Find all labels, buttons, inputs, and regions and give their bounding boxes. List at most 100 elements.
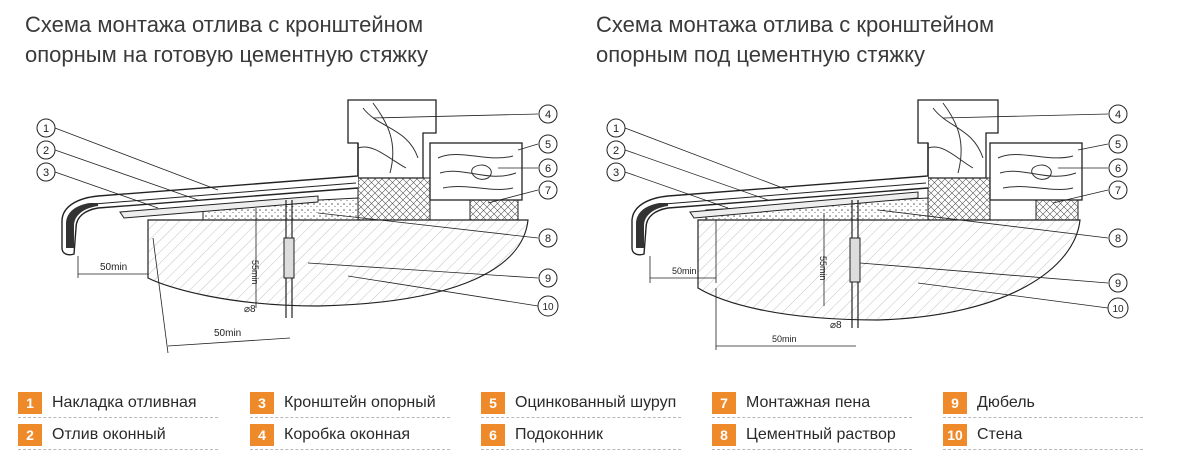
wall <box>147 219 529 307</box>
svg-text:6: 6 <box>1115 163 1121 175</box>
legend-number-badge: 7 <box>712 392 736 414</box>
legend-label: Дюбель <box>977 394 1035 411</box>
legend-item: 3 Кронштейн опорный <box>250 386 465 418</box>
legend-item: 10 Стена <box>943 418 1158 450</box>
window-flashing <box>631 143 929 256</box>
windowsill <box>989 142 1083 201</box>
svg-text:7: 7 <box>1115 185 1121 197</box>
legend-number-badge: 5 <box>481 392 505 414</box>
svg-text:3: 3 <box>613 167 619 179</box>
legend-number-badge: 9 <box>943 392 967 414</box>
callout-7: 7 <box>1108 180 1128 200</box>
legend-divider <box>712 449 912 450</box>
svg-text:2: 2 <box>613 145 619 157</box>
legend-column: 1 Накладка отливная 2 Отлив оконный <box>18 386 233 450</box>
legend-number-badge: 2 <box>18 424 42 446</box>
diagram-title-right: Схема монтажа отлива с кронштейном опорн… <box>596 12 995 67</box>
window-frame <box>347 99 437 179</box>
legend-number-badge: 6 <box>481 424 505 446</box>
legend-item: 9 Дюбель <box>943 386 1158 418</box>
dim-depth-left: 50min <box>214 328 241 339</box>
svg-text:2: 2 <box>43 145 49 157</box>
svg-text:5: 5 <box>1115 139 1121 151</box>
legend-label: Цементный раствор <box>746 426 896 443</box>
legend-label: Подоконник <box>515 426 603 443</box>
legend-item: 8 Цементный раствор <box>712 418 927 450</box>
callout-5: 5 <box>538 134 558 154</box>
legend-column: 7 Монтажная пена 8 Цементный раствор <box>712 386 927 450</box>
legend-number-badge: 8 <box>712 424 736 446</box>
mounting-foam <box>927 177 991 221</box>
support-bracket <box>689 191 919 219</box>
legend-item: 2 Отлив оконный <box>18 418 233 450</box>
legend-divider <box>943 449 1143 450</box>
diagram-title-left: Схема монтажа отлива с кронштейном опорн… <box>25 12 429 67</box>
dowel <box>283 237 295 279</box>
legend-column: 5 Оцинкованный шуруп 6 Подоконник <box>481 386 696 450</box>
legend-item: 7 Монтажная пена <box>712 386 927 418</box>
svg-text:4: 4 <box>545 109 551 121</box>
legend-divider <box>943 417 1143 418</box>
dim-depth-right: 50min <box>772 334 797 344</box>
legend-item: 4 Коробка оконная <box>250 418 465 450</box>
callout-6: 6 <box>1108 158 1128 178</box>
diagram-right: 50min 50min 55min ⌀8 1 2 3 4 5 6 7 8 9 1… <box>606 99 1129 350</box>
svg-text:10: 10 <box>1112 304 1124 315</box>
legend-item: 1 Накладка отливная <box>18 386 233 418</box>
svg-text:1: 1 <box>613 123 619 135</box>
legend-label: Накладка отливная <box>52 394 197 411</box>
diagram-left: 50min 50min 55min ⌀8 1 2 3 4 5 6 7 8 9 1… <box>36 99 559 354</box>
mounting-foam-right <box>469 199 519 221</box>
dim-overhang-right: 50min <box>672 266 697 276</box>
dim-vertical-right: 55min <box>818 256 828 281</box>
callout-6: 6 <box>538 158 558 178</box>
legend-label: Стена <box>977 426 1023 443</box>
dim-dia-right: ⌀8 <box>830 320 842 331</box>
legend-divider <box>18 449 218 450</box>
callout-9: 9 <box>1108 273 1128 293</box>
callout-8: 8 <box>1108 228 1128 248</box>
legend-label: Оцинкованный шуруп <box>515 394 677 411</box>
legend: 1 Накладка отливная 2 Отлив оконный 3 Кр… <box>18 386 1168 464</box>
callout-5: 5 <box>1108 134 1128 154</box>
callout-4: 4 <box>1108 104 1128 124</box>
callout-10: 10 <box>1107 297 1129 319</box>
legend-label: Монтажная пена <box>746 394 871 411</box>
callout-1: 1 <box>36 118 56 138</box>
legend-divider <box>712 417 912 418</box>
windowsill <box>429 142 523 201</box>
callout-2: 2 <box>606 140 626 160</box>
dowel <box>849 237 861 283</box>
legend-label: Кронштейн опорный <box>284 394 436 411</box>
window-frame <box>917 99 999 179</box>
svg-text:4: 4 <box>1115 109 1121 121</box>
svg-text:9: 9 <box>545 273 551 285</box>
legend-divider <box>250 417 450 418</box>
callout-4: 4 <box>538 104 558 124</box>
svg-text:1: 1 <box>43 123 49 135</box>
dim-vertical-left: 55min <box>250 260 260 285</box>
svg-text:5: 5 <box>545 139 551 151</box>
legend-divider <box>250 449 450 450</box>
legend-item: 5 Оцинкованный шуруп <box>481 386 696 418</box>
legend-label: Коробка оконная <box>284 426 411 443</box>
svg-text:7: 7 <box>545 185 551 197</box>
support-bracket <box>119 195 319 219</box>
callout-3: 3 <box>606 162 626 182</box>
legend-divider <box>481 449 681 450</box>
legend-number-badge: 1 <box>18 392 42 414</box>
legend-number-badge: 10 <box>943 424 967 446</box>
callout-9: 9 <box>538 268 558 288</box>
svg-text:9: 9 <box>1115 278 1121 290</box>
callout-8: 8 <box>538 228 558 248</box>
legend-column: 9 Дюбель 10 Стена <box>943 386 1158 450</box>
mounting-foam-right <box>1035 199 1079 221</box>
callout-1: 1 <box>606 118 626 138</box>
legend-number-badge: 3 <box>250 392 274 414</box>
svg-text:6: 6 <box>545 163 551 175</box>
wall <box>697 219 1081 321</box>
dim-dia-left: ⌀8 <box>244 304 256 315</box>
svg-text:3: 3 <box>43 167 49 179</box>
legend-divider <box>18 417 218 418</box>
svg-text:8: 8 <box>545 233 551 245</box>
